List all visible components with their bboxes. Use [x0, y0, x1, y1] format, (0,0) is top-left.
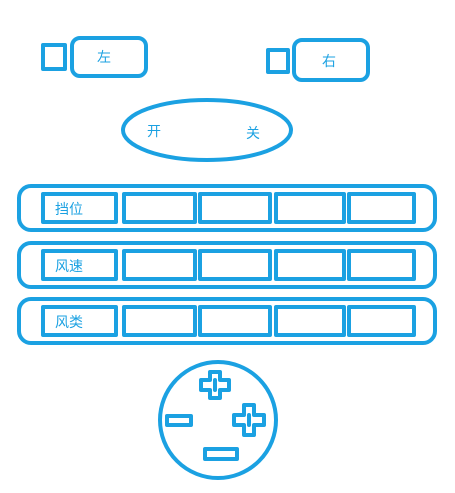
wind-type-row-frame [17, 297, 437, 345]
wind-speed-row-frame [17, 241, 437, 289]
wind-type-option-3[interactable] [274, 305, 346, 337]
right-checkbox[interactable] [266, 48, 290, 74]
wind-type-row-label-box [41, 305, 118, 337]
wind-type-option-1[interactable] [122, 305, 197, 337]
gear-option-1[interactable] [122, 192, 197, 224]
bar-icon [165, 414, 193, 427]
left-button[interactable] [70, 36, 148, 78]
wind-speed-option-3[interactable] [274, 249, 346, 281]
wind-speed-row-label: 风速 [55, 259, 83, 275]
wind-speed-option-4[interactable] [347, 249, 416, 281]
gear-row-label: 挡位 [55, 202, 83, 218]
right-button[interactable] [292, 38, 370, 82]
cross-icon [199, 370, 231, 400]
power-off-label: 关 [246, 126, 260, 142]
left-button-label: 左 [97, 50, 111, 66]
wind-type-row: 风类 [17, 297, 437, 345]
right-button-label: 右 [322, 54, 336, 70]
left-checkbox[interactable] [41, 43, 67, 71]
gear-option-3[interactable] [274, 192, 346, 224]
wind-speed-option-1[interactable] [122, 249, 197, 281]
gear-option-2[interactable] [198, 192, 272, 224]
bar-icon [203, 447, 239, 461]
joystick-pad[interactable] [158, 360, 278, 480]
gear-row: 挡位 [17, 184, 437, 232]
wind-type-row-label: 风类 [55, 315, 83, 331]
cross-icon-outline [232, 403, 266, 437]
power-on-label: 开 [147, 124, 161, 140]
wind-type-option-4[interactable] [347, 305, 416, 337]
wind-speed-row: 风速 [17, 241, 437, 289]
wind-type-option-2[interactable] [198, 305, 272, 337]
gear-row-frame [17, 184, 437, 232]
joystick-circle[interactable] [158, 360, 278, 480]
power-switch[interactable] [121, 98, 293, 162]
gear-row-label-box [41, 192, 118, 224]
cross-icon [232, 403, 266, 437]
gear-option-4[interactable] [347, 192, 416, 224]
wind-speed-option-2[interactable] [198, 249, 272, 281]
wind-speed-row-label-box [41, 249, 118, 281]
cross-icon-outline [199, 370, 231, 400]
